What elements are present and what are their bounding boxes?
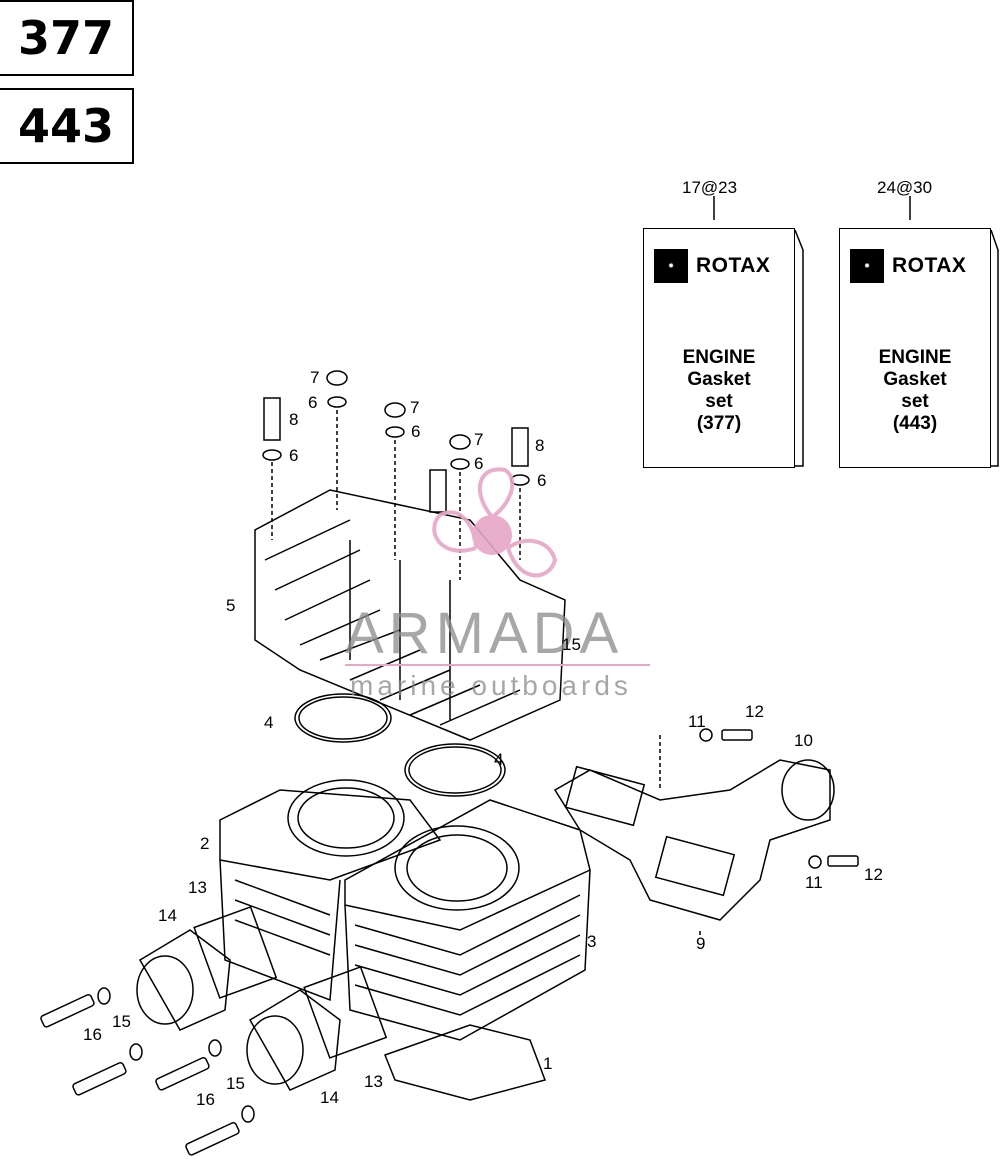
callout-6: 6 (474, 454, 484, 473)
washer-6 (385, 426, 405, 438)
callout-10: 10 (794, 731, 813, 750)
washer-6 (327, 396, 347, 408)
callout-13: 13 (364, 1072, 383, 1091)
nut-7 (326, 370, 348, 386)
torque-spec-443: 24@30 (877, 178, 933, 197)
bolt-16 (185, 1121, 240, 1156)
gear-icon: ✹ (654, 249, 688, 283)
brand-name: ROTAX (892, 254, 967, 277)
washer-11 (808, 855, 822, 869)
cylinder-head (254, 489, 566, 741)
bolt-16 (72, 1061, 127, 1096)
exhaust-flange-lower (654, 835, 736, 897)
callout-6: 6 (411, 422, 421, 441)
cylinder-bore-left (287, 779, 405, 857)
gasket-kit-443: ✹ ROTAX ENGINE Gasket set (443) (839, 228, 991, 468)
callout-7: 7 (310, 368, 320, 387)
spacer-8-left (263, 397, 281, 441)
washer-15 (129, 1043, 143, 1061)
cylinder-left-fins (219, 859, 341, 1002)
intake-manifold-14-right (248, 989, 341, 1091)
callout-6: 6 (308, 393, 318, 412)
watermark-subtitle: marine outboards (350, 670, 632, 701)
intake-gasket-13-left (193, 906, 278, 999)
callout-7: 7 (474, 430, 484, 449)
callout-4: 4 (494, 750, 504, 769)
model-box-443: 443 (0, 88, 134, 164)
cylinder-bore-right (394, 825, 520, 911)
callout-8: 8 (535, 436, 545, 455)
callout-7: 7 (410, 398, 420, 417)
washer-15 (241, 1105, 255, 1123)
bolt-16 (40, 993, 95, 1028)
rotax-logo: ✹ ROTAX (850, 249, 966, 283)
callout-13: 13 (188, 878, 207, 897)
washer-6 (450, 458, 470, 470)
kit-side-panel (794, 229, 804, 467)
gasket-kit-377: ✹ ROTAX ENGINE Gasket set (377) (643, 228, 795, 468)
intake-gasket-13-right (303, 966, 388, 1059)
callout-2: 2 (200, 834, 210, 853)
callout-9: 9 (696, 934, 706, 953)
callout-15: 15 (226, 1074, 245, 1093)
callout-14: 14 (158, 906, 177, 925)
nut-7 (449, 434, 471, 450)
callout-6: 6 (537, 471, 547, 490)
bolt-16 (155, 1056, 210, 1091)
spacer-8-right (511, 427, 529, 467)
base-gasket (384, 1024, 546, 1101)
kit-side-panel (990, 229, 999, 467)
callout-16: 16 (196, 1090, 215, 1109)
bolt-12 (827, 855, 859, 867)
intake-port-left (136, 955, 194, 1025)
gear-icon: ✹ (850, 249, 884, 283)
brand-name: ROTAX (696, 254, 771, 277)
callout-3: 3 (587, 932, 597, 951)
cylinder-right-fins (344, 869, 591, 1041)
watermark-propeller-icon (432, 467, 558, 578)
callout-8: 8 (289, 410, 299, 429)
callout-5: 5 (226, 596, 236, 615)
washer-11 (699, 728, 713, 742)
head-gasket-right (404, 743, 506, 797)
kit-description: ENGINE Gasket set (377) (682, 347, 756, 434)
head-ribs (349, 540, 451, 720)
washer-15 (208, 1039, 222, 1057)
callout-11: 11 (688, 712, 706, 731)
intake-manifold-14-left (138, 929, 231, 1031)
callout-12: 12 (864, 865, 883, 884)
exhaust-outlet (781, 759, 835, 821)
watermark-title: ARMADA (345, 601, 624, 666)
washer-15 (97, 987, 111, 1005)
callout-1: 1 (543, 1054, 553, 1073)
callout-15: 15 (562, 635, 581, 654)
exhaust-manifold (553, 759, 831, 921)
spacer-8 (429, 469, 447, 513)
nut-7 (384, 402, 406, 418)
cylinder-right-top (344, 799, 591, 931)
exhaust-flange-upper (564, 765, 646, 827)
model-box-377: 377 (0, 0, 134, 76)
callout-12: 12 (745, 702, 764, 721)
callout-11: 11 (805, 873, 823, 892)
callout-16: 16 (83, 1025, 102, 1044)
callout-6: 6 (289, 446, 299, 465)
torque-spec-377: 17@23 (682, 178, 738, 197)
intake-port-right (246, 1015, 304, 1085)
kit-description: ENGINE Gasket set (443) (878, 347, 952, 434)
callout-14: 14 (320, 1088, 339, 1107)
rotax-logo: ✹ ROTAX (654, 249, 770, 283)
washer-6 (262, 449, 282, 461)
callout-15: 15 (112, 1012, 131, 1031)
head-gasket-left (294, 693, 392, 743)
callout-4: 4 (264, 713, 274, 732)
bolt-12 (721, 729, 753, 741)
